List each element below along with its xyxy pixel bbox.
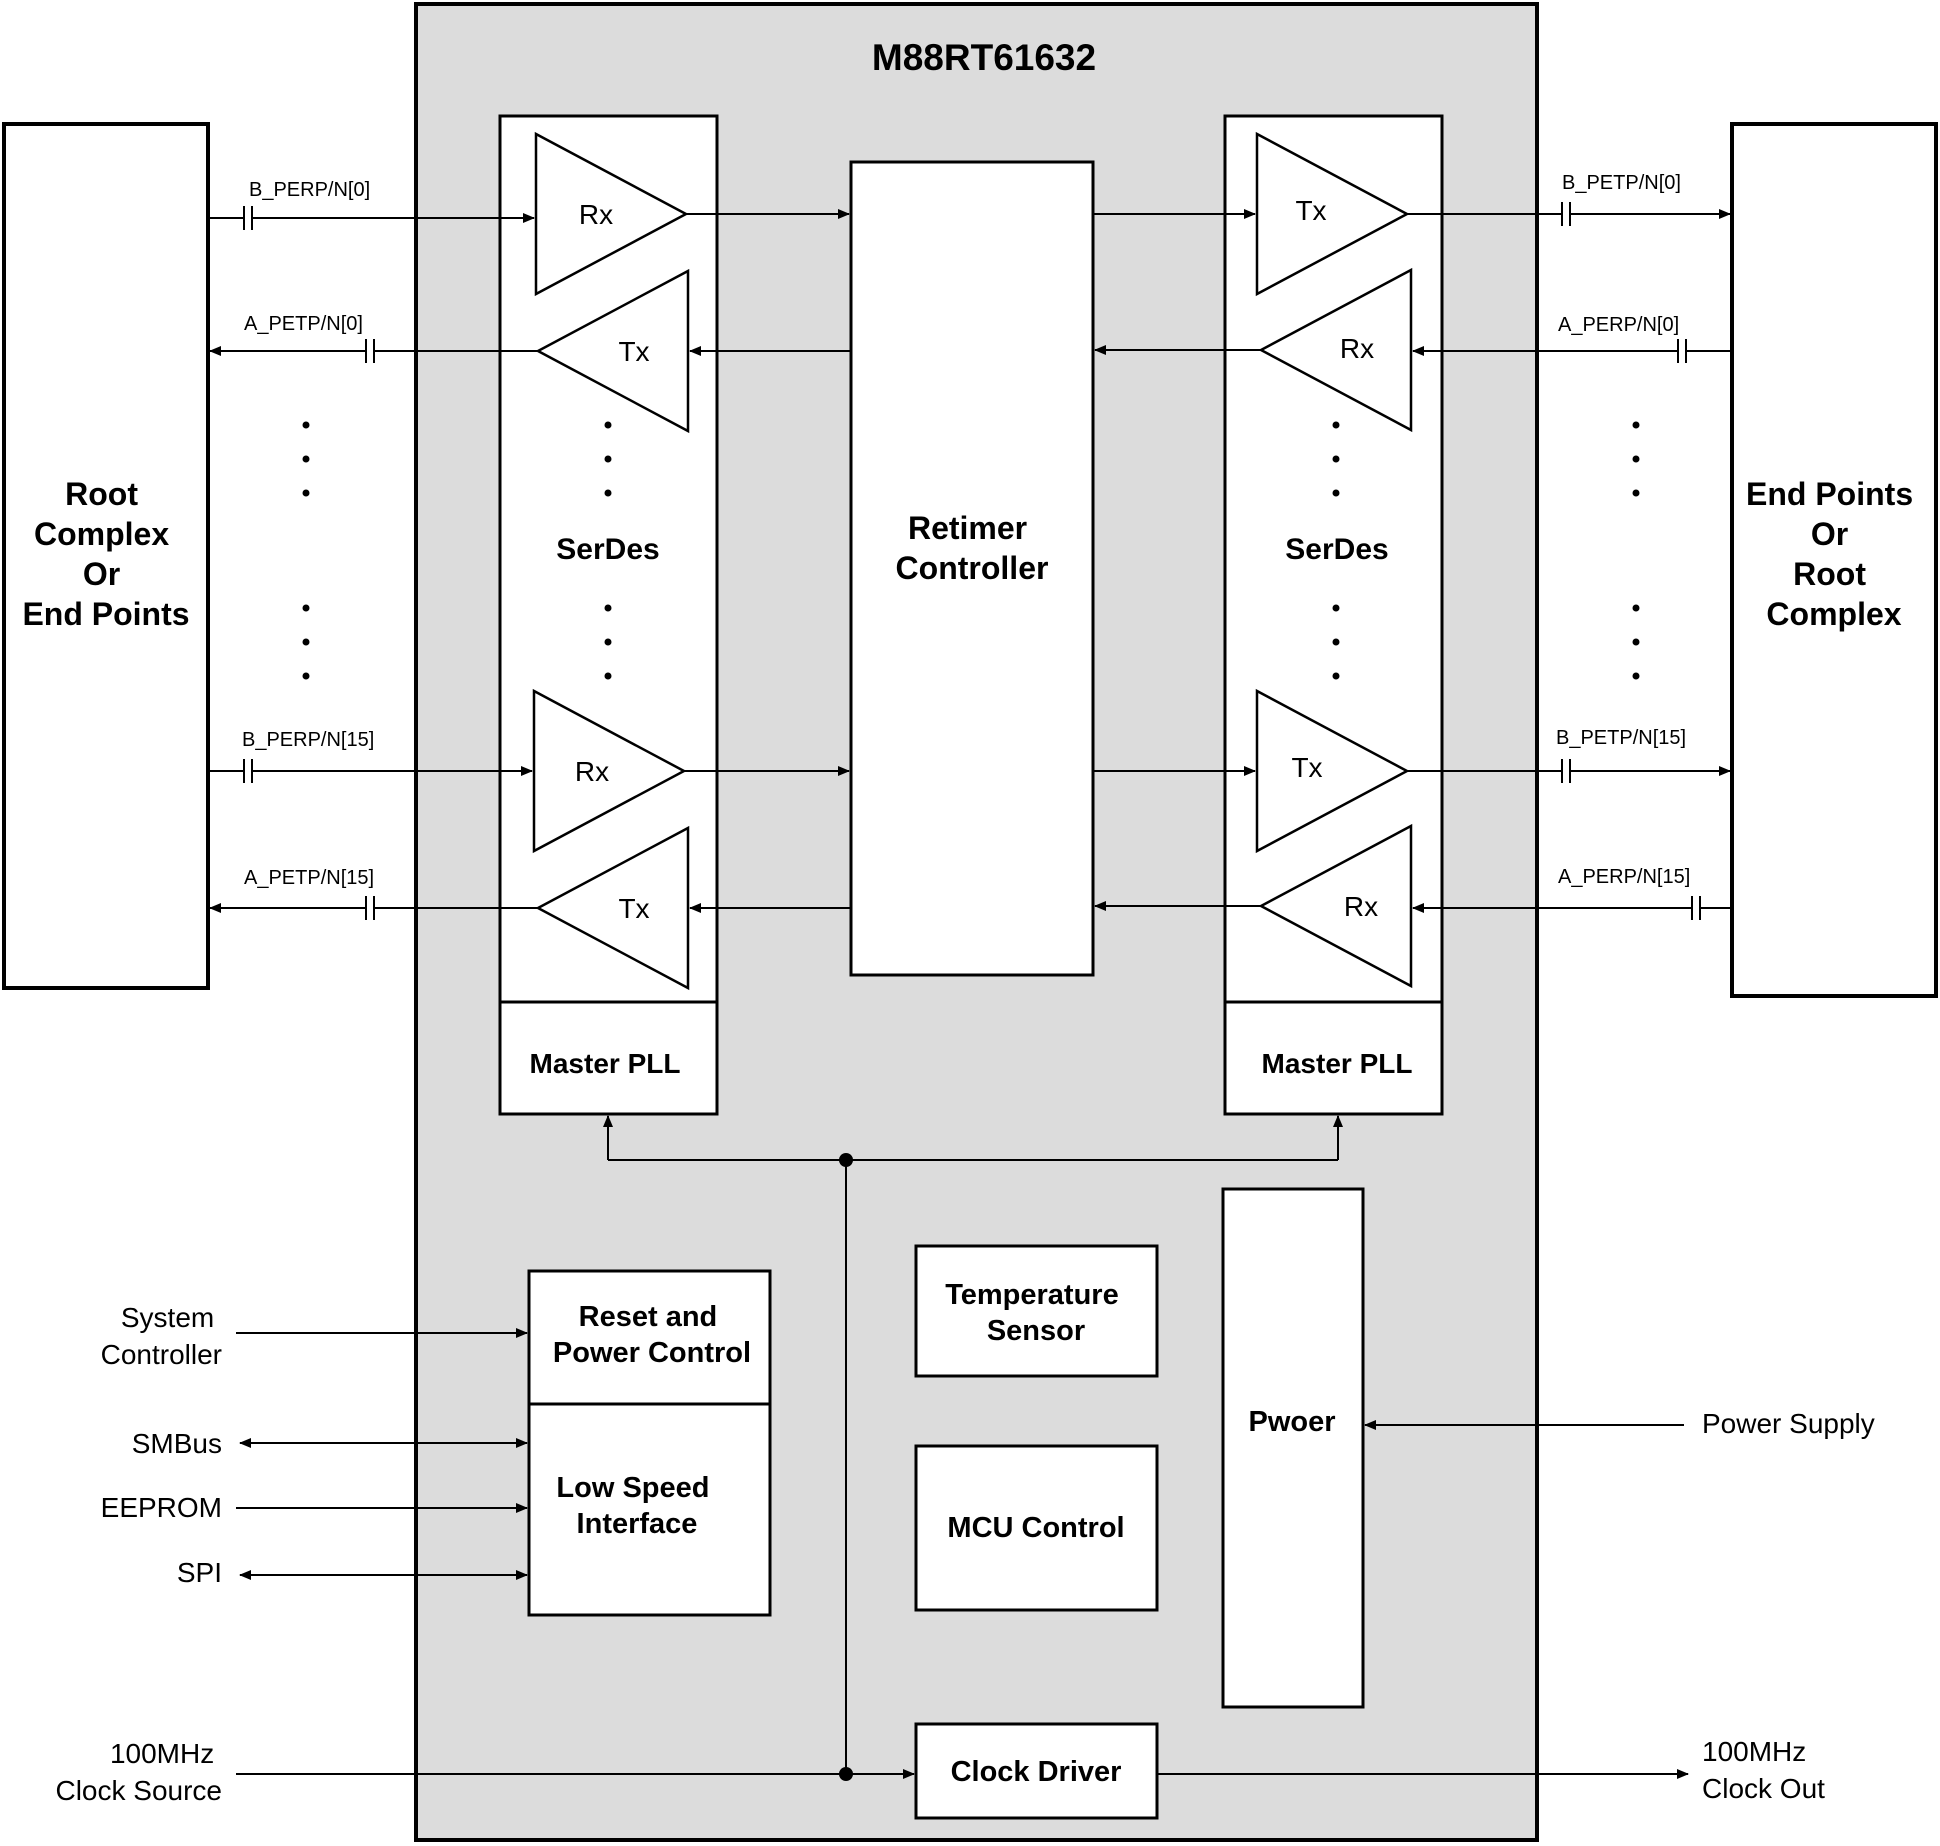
tx-label-right-0: Tx [1295, 195, 1326, 226]
reset-label-1: Reset and [579, 1301, 718, 1333]
master-pll-left [498, 1000, 719, 1116]
tx-amplifier-right-15 [1255, 688, 1410, 854]
svg-text:End Points Or Root: End Points Or Root Complex [1746, 476, 1922, 632]
left-signal-b0: B_PERP/N[0] [249, 179, 370, 201]
mcu-control-block [914, 1444, 1159, 1612]
temperature-sensor-block [914, 1244, 1159, 1378]
clock-out-label-1: 100MHz [1702, 1736, 1806, 1767]
rx-label-right-0: Rx [1340, 333, 1374, 364]
tx-label-right-15: Tx [1291, 752, 1322, 783]
end-points-label-3: Root [1793, 556, 1866, 592]
power-block [1221, 1187, 1365, 1709]
chip-title: M88RT61632 [872, 37, 1096, 78]
serdes-right-label: SerDes [1285, 533, 1388, 566]
tx-amplifier-left-0 [535, 268, 690, 434]
eeprom-label: EEPROM [101, 1492, 222, 1523]
rx-amplifier-right-0 [1258, 267, 1413, 433]
root-complex-block [2, 122, 210, 990]
rx-label-left-15: Rx [575, 756, 609, 787]
system-controller-label-1: System [121, 1302, 214, 1333]
retimer-label-2: Controller [896, 550, 1049, 586]
serdes-left-label: SerDes [556, 533, 659, 566]
master-pll-right [1223, 1000, 1444, 1116]
clock-source-label-2: Clock Source [55, 1775, 222, 1806]
low-speed-label-2: Interface [577, 1508, 698, 1540]
right-signal-a15: A_PERP/N[15] [1558, 866, 1690, 888]
clock-junction-bottom [839, 1767, 853, 1781]
rx-label-right-15: Rx [1344, 891, 1378, 922]
svg-text:Retimer Controller: Retimer Controller [896, 510, 1049, 586]
power-label: Pwoer [1248, 1406, 1335, 1438]
svg-text:100MHz Clock Out: 100MHz Clock Out [1702, 1736, 1825, 1804]
low-speed-interface-block [527, 1402, 772, 1617]
reset-label-2: Power Control [553, 1337, 751, 1369]
ellipsis-dots [302, 421, 1640, 680]
left-signal-a15: A_PETP/N[15] [244, 867, 374, 889]
right-signal-b15: B_PETP/N[15] [1556, 727, 1686, 749]
tx-amplifier-left-15 [535, 825, 690, 991]
root-complex-label-1: Root [65, 476, 138, 512]
master-pll-right-label: Master PLL [1262, 1048, 1413, 1079]
root-complex-label-2: Complex [34, 516, 169, 552]
low-speed-label-1: Low Speed [556, 1472, 709, 1504]
end-points-label-2: Or [1811, 516, 1848, 552]
end-points-block [1730, 122, 1938, 998]
spi-label: SPI [177, 1557, 222, 1588]
right-signal-a0: A_PERP/N[0] [1558, 314, 1679, 336]
end-points-label-4: Complex [1766, 596, 1901, 632]
tx-label-left-15: Tx [618, 893, 649, 924]
left-signal-wires [208, 206, 538, 920]
root-complex-label-4: End Points [22, 596, 189, 632]
svg-text:Root Complex Or En: Root Complex Or End Points [22, 476, 189, 632]
system-controller-label-2: Controller [101, 1339, 222, 1370]
right-signal-wires [1407, 202, 1732, 920]
left-signal-a0: A_PETP/N[0] [244, 313, 363, 335]
clock-driver-block [914, 1722, 1159, 1820]
temp-label-1: Temperature [945, 1279, 1119, 1311]
clock-out-label-2: Clock Out [1702, 1773, 1825, 1804]
power-supply-label: Power Supply [1702, 1408, 1875, 1439]
svg-text:Reset and Power Control: Reset and Power Control [553, 1301, 751, 1369]
rx-label-left-0: Rx [579, 199, 613, 230]
clock-source-label-1: 100MHz [110, 1738, 214, 1769]
tx-amplifier-right-0 [1255, 131, 1410, 297]
clock-driver-label: Clock Driver [951, 1756, 1122, 1788]
svg-text:System Controller: System Controller [101, 1302, 222, 1370]
lower-io-wires [236, 1328, 1684, 1580]
serdes-retimer-wires [684, 209, 1261, 913]
clock-distribution-wires [236, 1115, 1689, 1779]
right-signal-b0: B_PETP/N[0] [1562, 172, 1681, 194]
end-points-label-1: End Points [1746, 476, 1913, 512]
mcu-label: MCU Control [947, 1512, 1124, 1544]
rx-amplifier-right-15 [1258, 823, 1413, 989]
svg-text:100MHz Clock Source: 100MHz Clock Source [55, 1738, 222, 1806]
master-pll-left-label: Master PLL [530, 1048, 681, 1079]
smbus-label: SMBus [132, 1428, 222, 1459]
clock-junction-top [839, 1153, 853, 1167]
retimer-controller [849, 160, 1095, 977]
svg-text:Temperature Sensor: Temperature Sensor [945, 1279, 1127, 1347]
rx-amplifier-left-0 [534, 131, 689, 297]
retimer-label-1: Retimer [908, 510, 1027, 546]
tx-label-left-0: Tx [618, 336, 649, 367]
left-signal-b15: B_PERP/N[15] [242, 729, 374, 751]
rx-amplifier-left-15 [532, 688, 687, 854]
svg-text:Low Speed Interface: Low Speed Interface [556, 1472, 717, 1540]
temp-label-2: Sensor [987, 1315, 1085, 1347]
root-complex-label-3: Or [83, 556, 120, 592]
